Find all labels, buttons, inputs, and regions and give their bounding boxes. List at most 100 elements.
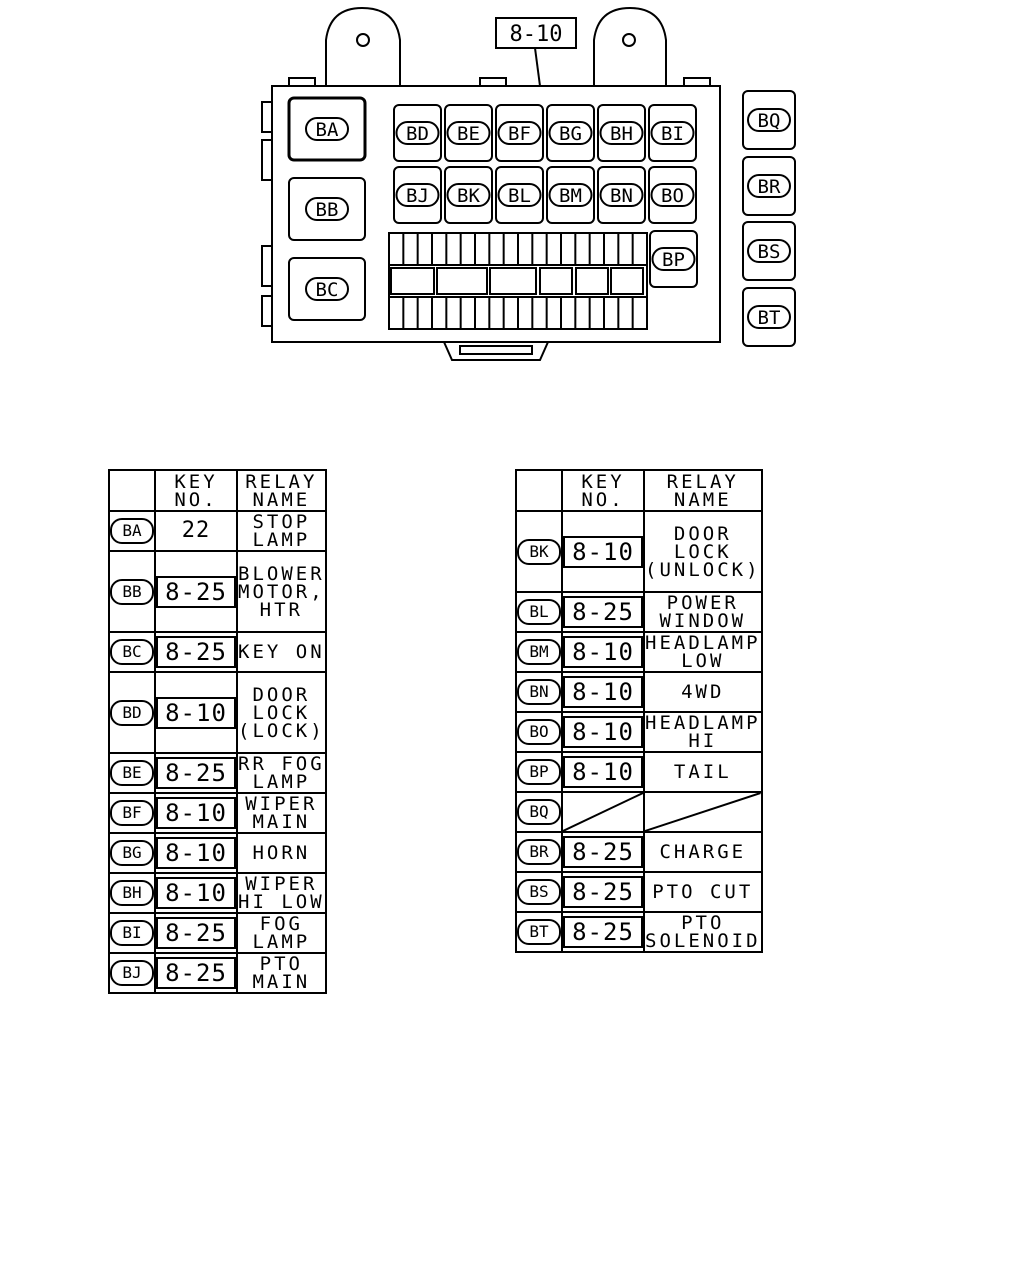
key-no-cell: 8-25 (154, 912, 238, 954)
table-row-bq: BQ (515, 791, 763, 833)
relay-br: BR (742, 156, 796, 216)
relay-name-value: CHARGE (659, 841, 747, 863)
relay-label: BL (508, 185, 531, 207)
relay-bk: BK (444, 166, 493, 224)
relay-id-badge: BE (110, 760, 154, 786)
key-no-cell: 8-25 (154, 952, 238, 994)
relay-id-cell: BO (515, 711, 563, 753)
relay-name-cell: WIPER MAIN (236, 792, 327, 834)
relay-name-cell: POWER WINDOW (643, 591, 763, 633)
relay-id-badge: BT (517, 919, 561, 945)
relay-label: BA (316, 119, 339, 141)
relay-id-badge: BD (110, 699, 154, 726)
key-no-cell: 8-25 (561, 871, 645, 913)
key-no-value: 8-10 (563, 676, 643, 708)
relay-id-badge: BR (517, 839, 561, 865)
relay-bn: BN (597, 166, 646, 224)
relay-name-value: DOOR LOCK (LOCK) (238, 683, 325, 742)
key-no-value: 8-10 (563, 636, 643, 668)
relay-name-value: TAIL (673, 761, 732, 783)
relay-id-cell: BP (515, 751, 563, 793)
relay-id-cell: BD (108, 671, 156, 754)
relay-id-cell: BH (108, 872, 156, 914)
relay-id-badge: BL (517, 599, 561, 625)
relay-label: BG (559, 123, 582, 145)
key-no-value: 8-25 (563, 836, 643, 868)
key-no-header: KEY NO. (561, 469, 645, 512)
key-no-value: 8-25 (156, 575, 236, 608)
relay-id-badge: BH (110, 880, 154, 906)
relay-id-badge: BS (517, 879, 561, 905)
relay-id-cell: BK (515, 510, 563, 593)
relay-name-cell: HORN (236, 832, 327, 874)
svg-text:8-10: 8-10 (510, 22, 563, 47)
relay-name-cell: HEADLAMP HI (643, 711, 763, 753)
relay-label: BP (662, 249, 685, 271)
relay-name-cell: BLOWER MOTOR, HTR (236, 550, 327, 633)
relay-name-value: WIPER HI LOW (238, 873, 325, 913)
relay-id-cell: BM (515, 631, 563, 673)
key-no-cell: 8-25 (561, 831, 645, 873)
key-no-value: 8-25 (156, 636, 236, 668)
relay-label: BJ (406, 185, 429, 207)
relay-name-cell: DOOR LOCK (LOCK) (236, 671, 327, 754)
key-no-cell: 8-10 (561, 751, 645, 793)
relay-bm: BM (546, 166, 595, 224)
key-no-cell: 8-10 (154, 671, 238, 754)
relay-id-cell: BI (108, 912, 156, 954)
key-no-value: 8-10 (156, 797, 236, 829)
relay-id-cell: BA (108, 510, 156, 552)
key-no-cell: 8-10 (154, 832, 238, 874)
relay-bj: BJ (393, 166, 442, 224)
key-no-value: 8-25 (156, 757, 236, 789)
key-no-value: 8-10 (156, 696, 236, 729)
relay-name-cell: HEADLAMP LOW (643, 631, 763, 673)
relay-id-cell: BQ (515, 791, 563, 833)
relay-label: BF (508, 123, 531, 145)
relay-label: BE (457, 123, 480, 145)
key-no-cell: 8-10 (561, 711, 645, 753)
key-no-cell: 8-25 (154, 752, 238, 794)
relay-id-cell: BG (108, 832, 156, 874)
relay-label: BB (316, 199, 339, 221)
key-no-value: 8-25 (563, 876, 643, 908)
key-no-cell: 8-25 (561, 911, 645, 953)
key-no-cell: 8-25 (154, 631, 238, 673)
table-header-row: KEY NO. RELAY NAME (108, 469, 327, 512)
relay-name-header: RELAY NAME (643, 469, 763, 512)
relay-name-value: HEADLAMP HI (645, 712, 761, 752)
relay-name-cell: KEY ON (236, 631, 327, 673)
relay-id-badge: BF (110, 800, 154, 826)
key-no-cell: 8-10 (154, 872, 238, 914)
relay-name-cell: FOG LAMP (236, 912, 327, 954)
relay-label: BS (758, 241, 781, 263)
key-no-cell: 8-25 (561, 591, 645, 633)
table-header-row: KEY NO. RELAY NAME (515, 469, 763, 512)
relay-id-cell: BT (515, 911, 563, 953)
relay-name-cell: PTO SOLENOID (643, 911, 763, 953)
key-no-cell: 8-10 (561, 510, 645, 593)
relay-bi: BI (648, 104, 697, 162)
relay-name-cell: WIPER HI LOW (236, 872, 327, 914)
relay-bt: BT (742, 287, 796, 347)
relay-id-badge: BQ (517, 799, 561, 825)
empty-diagonal (563, 793, 643, 831)
relay-name-value: HORN (252, 842, 311, 864)
relay-label: BT (758, 307, 781, 329)
relay-name-value: 4WD (681, 681, 725, 703)
key-no-cell (561, 791, 645, 833)
relay-name-value: PTO CUT (652, 881, 754, 903)
